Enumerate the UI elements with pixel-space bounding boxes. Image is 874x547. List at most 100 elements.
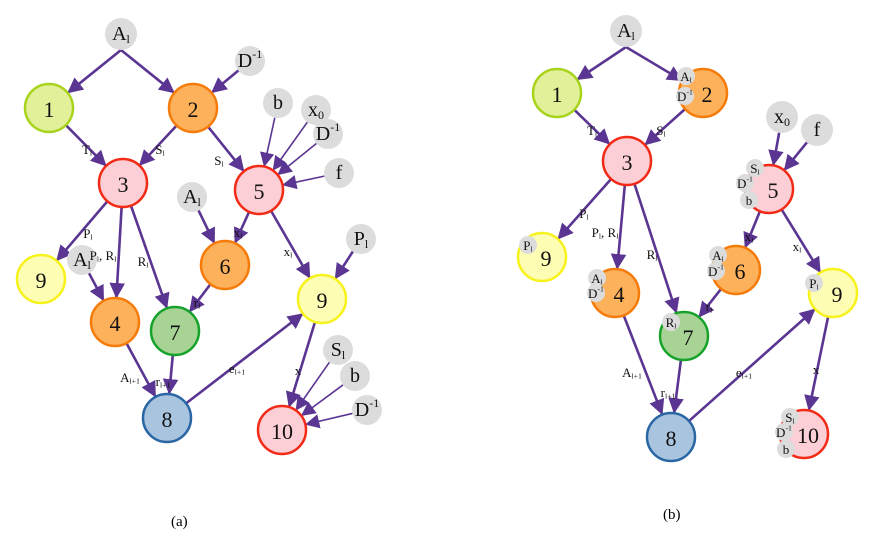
edge-n9b-to-n10 — [285, 321, 317, 408]
input-Dinv: D-1 — [235, 46, 265, 76]
node-7: 7 — [149, 305, 201, 357]
input-circle — [736, 174, 754, 192]
input-circle — [740, 191, 758, 209]
input-label: D-1 — [588, 284, 604, 301]
node-circle — [233, 164, 285, 216]
input-circle — [801, 114, 833, 146]
edge-label: Al+1 — [622, 365, 642, 380]
node-circle — [23, 82, 75, 134]
edge-iA-to-n1 — [576, 45, 627, 81]
input-label: Al — [680, 69, 692, 84]
edge-n2-to-n3 — [138, 124, 178, 166]
input-label: x0 — [308, 99, 324, 122]
input-circle — [587, 284, 605, 302]
node-circle — [645, 411, 697, 463]
node-label: 7 — [683, 325, 694, 350]
edge-label: Sl — [214, 153, 224, 168]
edge-label: Al+1 — [120, 370, 140, 385]
input-Dinv: D-1 — [313, 119, 343, 149]
node-label: 1 — [44, 97, 55, 122]
node-circle — [199, 239, 251, 291]
edges — [56, 48, 354, 429]
edge-label: xl — [793, 239, 803, 254]
node-2: 2 — [167, 82, 219, 134]
edge-iA4-to-n4 — [87, 272, 105, 302]
edge-n3-to-n7 — [633, 183, 680, 314]
node-label: 3 — [118, 172, 129, 197]
edge-ix0-to-n5 — [272, 121, 308, 171]
edge-iA6-to-n6 — [197, 209, 216, 244]
node-label: 5 — [768, 178, 779, 203]
input-circle — [709, 246, 727, 264]
input-circle — [346, 224, 376, 254]
input-Dinv: D-1 — [587, 284, 605, 302]
input-label: Al — [112, 23, 130, 46]
edge-n6-to-n7 — [189, 283, 212, 313]
input-label: b — [350, 365, 360, 387]
edge-n2-to-n3 — [644, 108, 686, 146]
input-f: f — [324, 158, 354, 188]
node-1: 1 — [23, 82, 75, 134]
input-Rl: Rl — [662, 313, 680, 331]
node-label: 3 — [622, 150, 633, 175]
input-Dinv: D-1 — [676, 87, 694, 105]
input-label: Al — [712, 248, 724, 263]
node-circle — [531, 67, 583, 119]
edge-iA-to-n2 — [625, 45, 683, 82]
input-circle — [324, 158, 354, 188]
edge-label: Pl — [83, 226, 93, 241]
input-Dinv: D-1 — [775, 423, 793, 441]
input-label: x0 — [774, 106, 790, 129]
edge-label: el+1 — [229, 361, 245, 376]
input-circle — [707, 262, 725, 280]
edge-n5-to-n6 — [743, 210, 762, 249]
edge-iD10-to-n10 — [304, 412, 353, 429]
edge-label: Tl — [82, 142, 93, 157]
input-circle — [301, 95, 331, 125]
input-label: Al — [183, 186, 201, 209]
input-Pl: Pl — [346, 224, 376, 254]
input-label: Al — [591, 271, 603, 286]
edge-label: Tl — [587, 123, 598, 138]
edge-n5-to-n9b — [269, 210, 311, 279]
input-circle — [263, 88, 293, 118]
input-circle — [67, 245, 97, 275]
edge-label: Rl — [138, 254, 150, 269]
node-9: 9 — [296, 273, 348, 325]
edge-label: x — [813, 362, 820, 377]
edge-label: Pl — [579, 206, 589, 221]
edge-label: rl — [194, 295, 201, 310]
node-circle — [149, 305, 201, 357]
node-8: 8 — [141, 392, 193, 444]
node-label: 2 — [702, 82, 713, 107]
node-label: 4 — [614, 282, 625, 307]
input-label: D-1 — [737, 174, 753, 191]
node-label: 4 — [110, 311, 121, 336]
node-circle — [89, 296, 141, 348]
input-label: f — [336, 162, 343, 184]
node-label: 8 — [162, 407, 173, 432]
input-circle — [519, 236, 537, 254]
edge-label: rl — [706, 299, 713, 314]
input-circle — [610, 15, 642, 47]
edges — [557, 45, 830, 423]
edge-iD5-to-n5 — [277, 142, 317, 176]
input-Dinv: D-1 — [736, 174, 754, 192]
edge-n3-to-n9a — [56, 200, 109, 262]
edge-label: Sl — [656, 123, 666, 138]
input-label: b — [746, 193, 753, 208]
edge-label: xl — [284, 244, 294, 259]
node-label: 1 — [552, 82, 563, 107]
input-circle — [746, 159, 764, 177]
input-Sl: Sl — [323, 335, 353, 365]
input-circle — [677, 67, 695, 85]
input-Al: Al — [177, 182, 207, 212]
caption-b: (b) — [663, 507, 681, 523]
node-9: 9 — [15, 253, 67, 305]
